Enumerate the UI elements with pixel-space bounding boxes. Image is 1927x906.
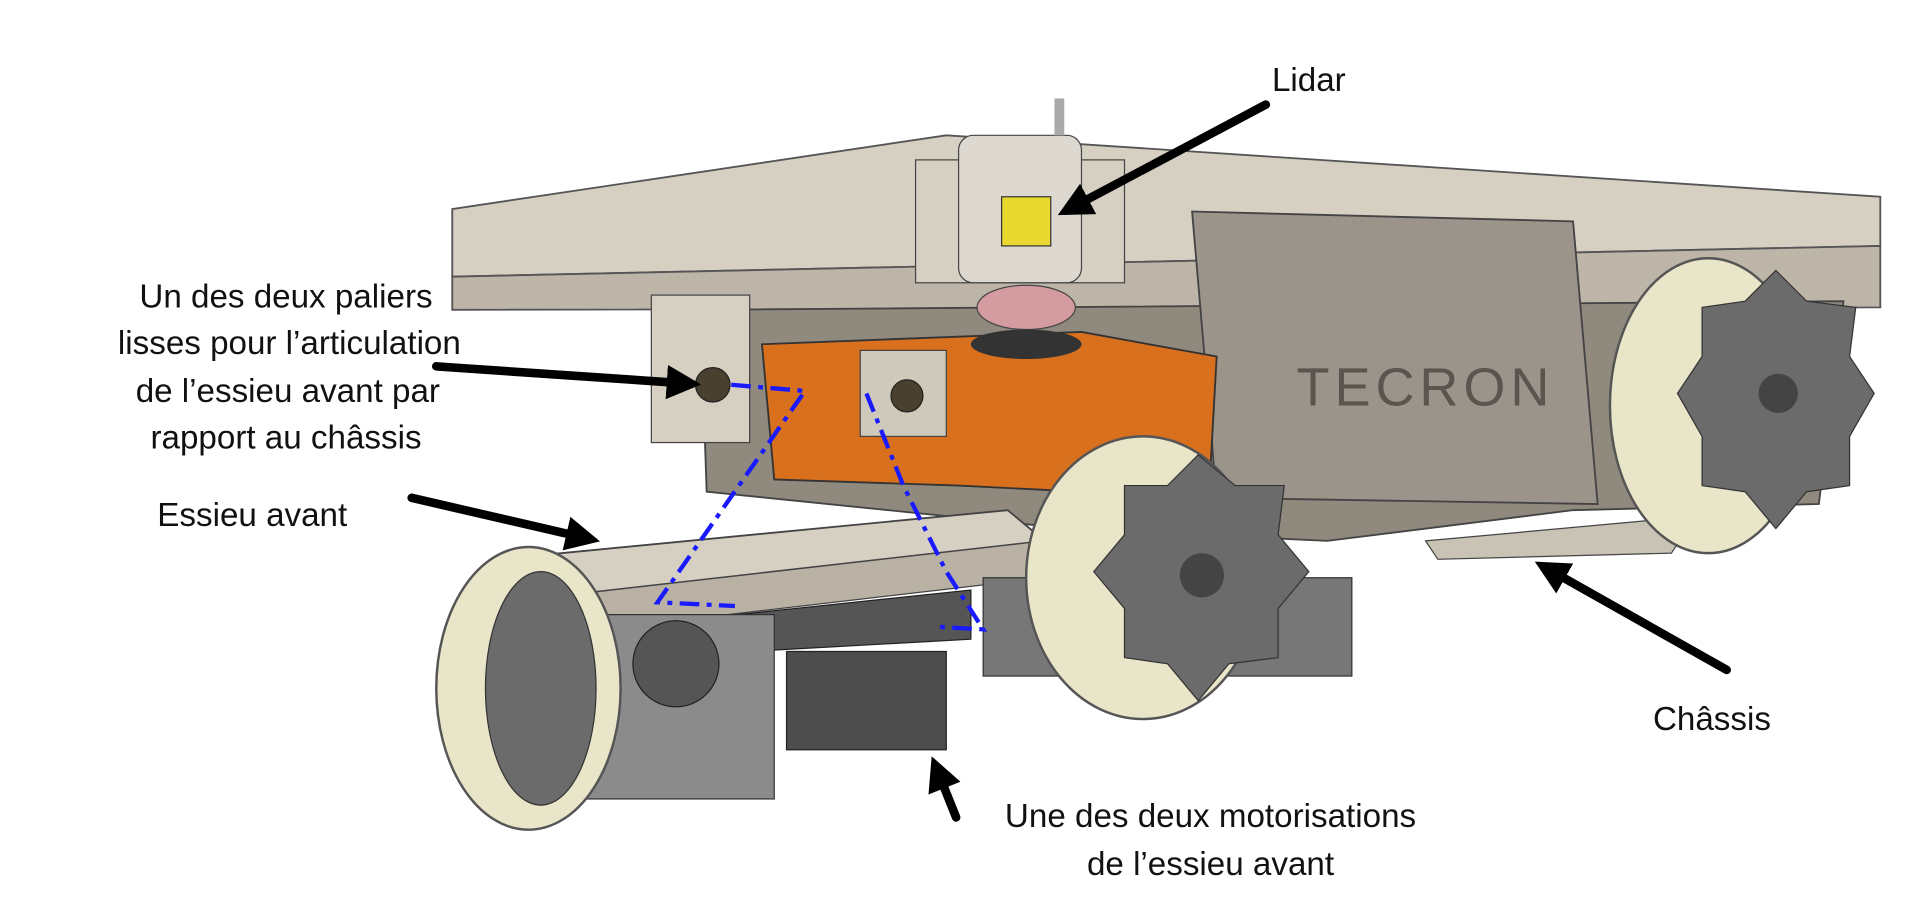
label-motor-1: Une des deux motorisations: [1005, 798, 1416, 835]
label-motor-2: de l’essieu avant: [1087, 846, 1334, 883]
label-lidar: Lidar: [1272, 62, 1346, 99]
articulation-lines: [653, 382, 988, 632]
wheel-front-left: [435, 545, 622, 831]
label-chassis: Châssis: [1653, 701, 1771, 738]
bearing-arrow: [431, 362, 702, 400]
wheel-front-right: [1024, 435, 1310, 721]
label-bearing-3: de l’essieu avant par: [136, 373, 440, 410]
lidar: [914, 98, 1126, 359]
front-axle: [496, 509, 1353, 800]
front-axle-arrow: [407, 493, 601, 551]
lidar-arrow: [1057, 100, 1271, 216]
chassis-side-cover: TECRON: [1191, 210, 1599, 505]
label-bearing-2: lisses pour l’articulation: [118, 325, 461, 362]
label-bearing-1: Un des deux paliers: [139, 278, 432, 315]
chassis-arrow: [1534, 561, 1731, 675]
tecron-logo: TECRON: [1297, 358, 1555, 418]
label-front-axle: Essieu avant: [157, 497, 347, 534]
label-bearing-4: rapport au châssis: [150, 420, 421, 457]
motor-arrow: [928, 756, 961, 822]
wheel-rear-right: [1608, 256, 1875, 555]
